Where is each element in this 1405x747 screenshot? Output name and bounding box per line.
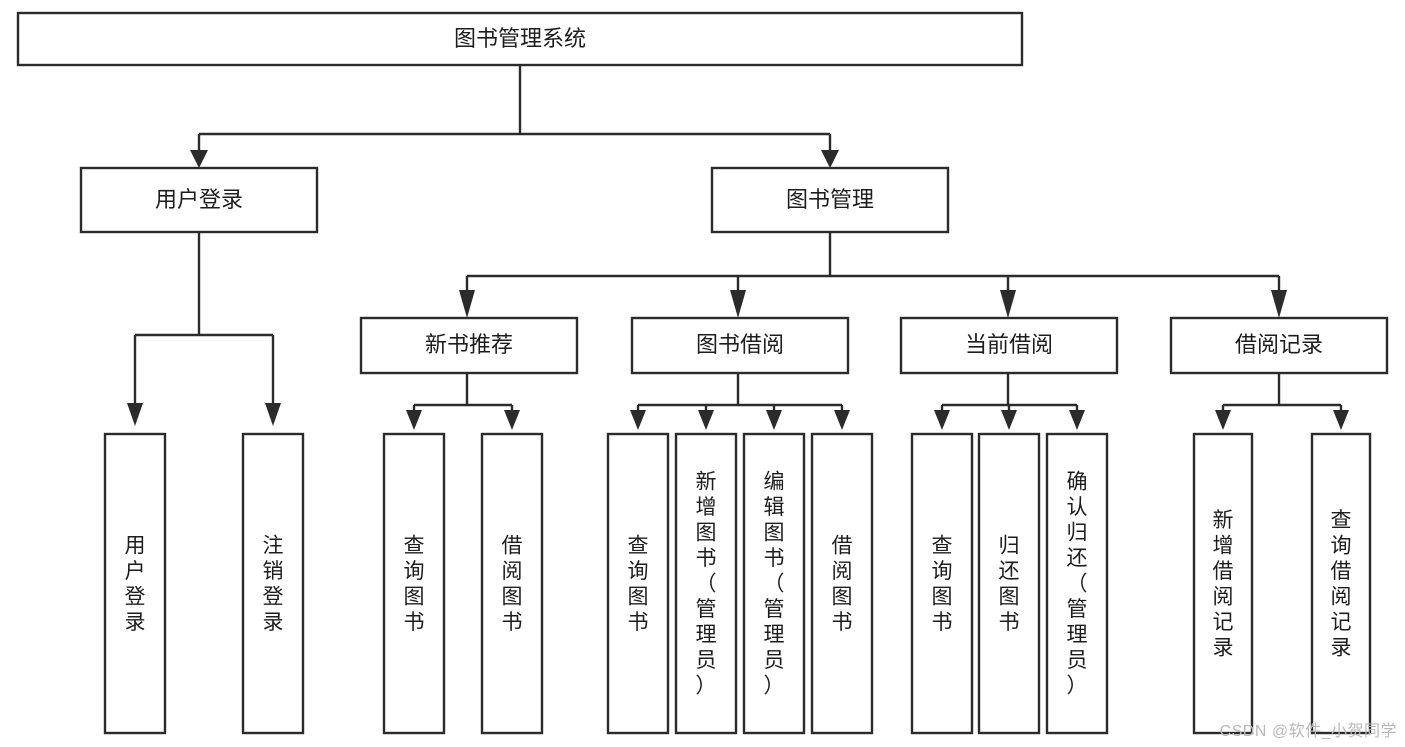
arrowhead-leaf-confirm-return	[1069, 410, 1085, 430]
node-current-borrow-label: 当前借阅	[965, 332, 1053, 357]
node-leaf-query-book-1-box[interactable]	[382, 432, 446, 735]
arrowhead-leaf-add-book	[698, 410, 714, 430]
arrowhead-leaf-query-book-1	[406, 410, 422, 430]
node-leaf-borrow-book-2-label: 借阅图书	[832, 534, 853, 634]
node-leaf-edit-book-box[interactable]	[742, 432, 806, 735]
node-book-borrow-box[interactable]	[630, 316, 850, 375]
node-leaf-add-record-box[interactable]	[1192, 432, 1254, 735]
arrowhead-leaf-return-book	[1001, 410, 1017, 430]
arrowhead-leaf-user-login	[127, 403, 143, 426]
node-leaf-user-login[interactable]: 用户登录	[103, 432, 167, 735]
node-leaf-logout-login-label: 注销登录	[263, 534, 284, 634]
node-book-borrow-label: 图书借阅	[696, 332, 784, 357]
node-current-borrow-box[interactable]	[899, 316, 1119, 375]
node-leaf-confirm-return[interactable]: 确认归还（管理员）	[1045, 432, 1109, 735]
node-user-login[interactable]: 用户登录	[79, 166, 319, 234]
node-borrow-record-label: 借阅记录	[1235, 332, 1323, 357]
node-leaf-confirm-return-label: 确认归还（管理员）	[1067, 471, 1088, 698]
node-leaf-add-record[interactable]: 新增借阅记录	[1192, 432, 1254, 735]
node-leaf-query-book-2-box[interactable]	[606, 432, 670, 735]
node-leaf-add-book-box[interactable]	[674, 432, 738, 735]
node-book-management-box[interactable]	[710, 166, 950, 234]
node-leaf-edit-book[interactable]: 编辑图书（管理员）	[742, 432, 806, 735]
node-leaf-query-book-2[interactable]: 查询图书	[606, 432, 670, 735]
node-leaf-borrow-book-1-label: 借阅图书	[502, 534, 523, 634]
node-current-borrow[interactable]: 当前借阅	[899, 316, 1119, 375]
node-leaf-borrow-book-2[interactable]: 借阅图书	[810, 432, 874, 735]
arrowhead-leaf-borrow-book-2	[834, 410, 850, 430]
arrowhead-leaf-edit-book	[766, 410, 782, 430]
arrowhead-leaf-logout-login	[265, 403, 281, 426]
node-leaf-borrow-book-1-box[interactable]	[480, 432, 544, 735]
node-leaf-confirm-return-box[interactable]	[1045, 432, 1109, 735]
node-leaf-user-login-box[interactable]	[103, 432, 167, 735]
node-leaf-borrow-book-2-box[interactable]	[810, 432, 874, 735]
node-leaf-query-book-3-box[interactable]	[910, 432, 974, 735]
arrowhead-book-borrow	[730, 290, 746, 318]
node-book-management[interactable]: 图书管理	[710, 166, 950, 234]
node-leaf-query-book-2-label: 查询图书	[628, 534, 649, 634]
node-root[interactable]: 图书管理系统	[16, 11, 1024, 67]
node-borrow-record[interactable]: 借阅记录	[1169, 316, 1389, 375]
node-book-borrow[interactable]: 图书借阅	[630, 316, 850, 375]
node-leaf-logout-login-box[interactable]	[241, 432, 305, 735]
node-leaf-query-record[interactable]: 查询借阅记录	[1310, 432, 1372, 735]
arrowhead-current-borrow	[1000, 290, 1016, 318]
arrowhead-leaf-add-record	[1215, 410, 1231, 430]
node-leaf-query-book-1[interactable]: 查询图书	[382, 432, 446, 735]
node-leaf-return-book-box[interactable]	[977, 432, 1041, 735]
node-leaf-borrow-book-1[interactable]: 借阅图书	[480, 432, 544, 735]
node-user-login-box[interactable]	[79, 166, 319, 234]
arrowhead-leaf-query-book-3	[934, 410, 950, 430]
edges-layer	[127, 65, 1349, 430]
node-leaf-user-login-label: 用户登录	[125, 534, 146, 634]
node-root-label: 图书管理系统	[454, 26, 586, 51]
arrowhead-new-book-recommend	[459, 290, 475, 318]
node-new-book-recommend-label: 新书推荐	[425, 332, 513, 357]
node-root-box[interactable]	[16, 11, 1024, 67]
node-leaf-query-record-box[interactable]	[1310, 432, 1372, 735]
node-user-login-label: 用户登录	[155, 187, 243, 212]
arrowhead-borrow-record	[1271, 290, 1287, 318]
node-leaf-return-book[interactable]: 归还图书	[977, 432, 1041, 735]
node-leaf-query-record-label: 查询借阅记录	[1331, 509, 1352, 660]
node-leaf-query-book-1-label: 查询图书	[404, 534, 425, 634]
node-leaf-logout-login[interactable]: 注销登录	[241, 432, 305, 735]
node-book-management-label: 图书管理	[786, 187, 874, 212]
node-leaf-query-book-3-label: 查询图书	[932, 534, 953, 634]
arrowhead-leaf-query-book-2	[630, 410, 646, 430]
arrowhead-user-login	[190, 150, 208, 168]
node-borrow-record-box[interactable]	[1169, 316, 1389, 375]
node-leaf-add-record-label: 新增借阅记录	[1213, 509, 1234, 660]
node-leaf-return-book-label: 归还图书	[999, 534, 1020, 634]
node-leaf-edit-book-label: 编辑图书（管理员）	[764, 471, 785, 698]
arrowhead-leaf-query-record	[1333, 410, 1349, 430]
node-new-book-recommend[interactable]: 新书推荐	[359, 316, 579, 375]
node-leaf-add-book-label: 新增图书（管理员）	[696, 471, 717, 698]
node-new-book-recommend-box[interactable]	[359, 316, 579, 375]
node-leaf-add-book[interactable]: 新增图书（管理员）	[674, 432, 738, 735]
node-leaf-query-book-3[interactable]: 查询图书	[910, 432, 974, 735]
arrowhead-book-management	[821, 150, 839, 168]
arrowhead-leaf-borrow-book-1	[504, 410, 520, 430]
